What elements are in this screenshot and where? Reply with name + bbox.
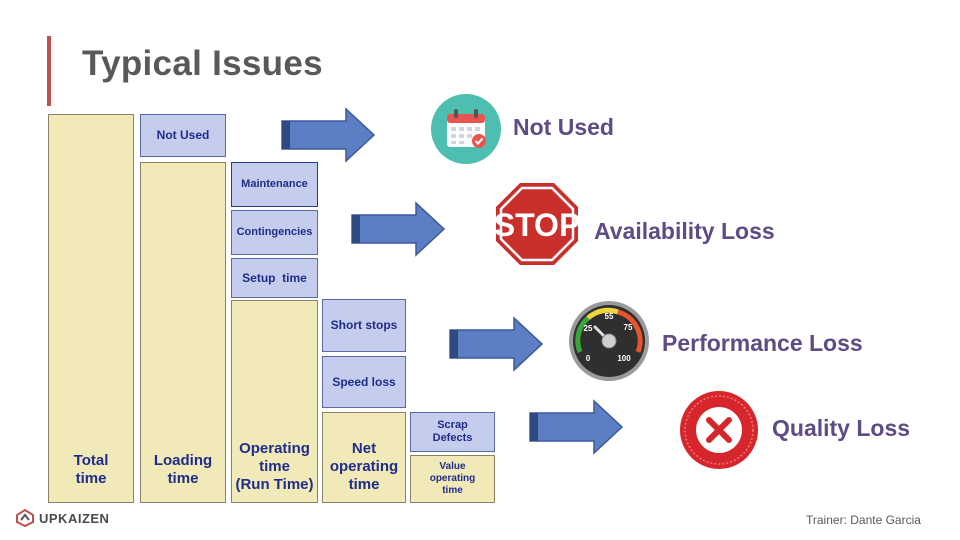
scrap-defects-box: Scrap Defects <box>410 412 495 452</box>
category-performance: Performance Loss <box>662 330 863 356</box>
category-quality: Quality Loss <box>772 415 911 441</box>
maintenance-box: Maintenance <box>231 162 318 207</box>
operating-time-box: Operating time (Run Time) <box>231 300 318 503</box>
category-not-used: Not Used <box>513 114 614 140</box>
contingencies-box: Contingencies <box>231 210 318 255</box>
trainer-credit: Trainer: Dante Garcia <box>806 513 921 527</box>
gauge-tick-75: 75 <box>624 323 633 332</box>
gauge-tick-25: 25 <box>584 324 593 333</box>
speed-loss-box: Speed loss <box>322 356 406 408</box>
total-time-box: Total time <box>48 114 134 503</box>
stop-sign-icon: STOP <box>494 183 580 265</box>
setup-time-box: Setup time <box>231 258 318 298</box>
logo-text: UPKAIZEN <box>39 510 110 526</box>
upkaizen-logo-icon <box>16 509 34 527</box>
gauge-tick-100: 100 <box>617 354 631 363</box>
arrow-not-used <box>281 107 376 163</box>
category-availability: Availability Loss <box>594 218 775 244</box>
loading-time-box: Loading time <box>140 162 226 503</box>
error-x-icon <box>680 391 758 469</box>
short-stops-box: Short stops <box>322 299 406 352</box>
net-operating-time-box: Net operating time <box>322 412 406 503</box>
title-accent-bar <box>47 36 51 106</box>
stop-sign-text: STOP <box>494 207 580 243</box>
calendar-icon <box>431 94 501 164</box>
upkaizen-logo: UPKAIZEN <box>16 509 109 527</box>
gauge-tick-55: 55 <box>605 312 614 321</box>
value-operating-time-box: Value operating time <box>410 455 495 503</box>
arrow-performance <box>449 316 544 372</box>
speedometer-icon: 25 55 75 0 100 <box>569 301 649 381</box>
page-title: Typical Issues <box>82 44 323 83</box>
arrow-quality <box>529 399 624 455</box>
arrow-availability <box>351 201 446 257</box>
not-used-box: Not Used <box>140 114 226 157</box>
gauge-tick-0: 0 <box>586 354 591 363</box>
